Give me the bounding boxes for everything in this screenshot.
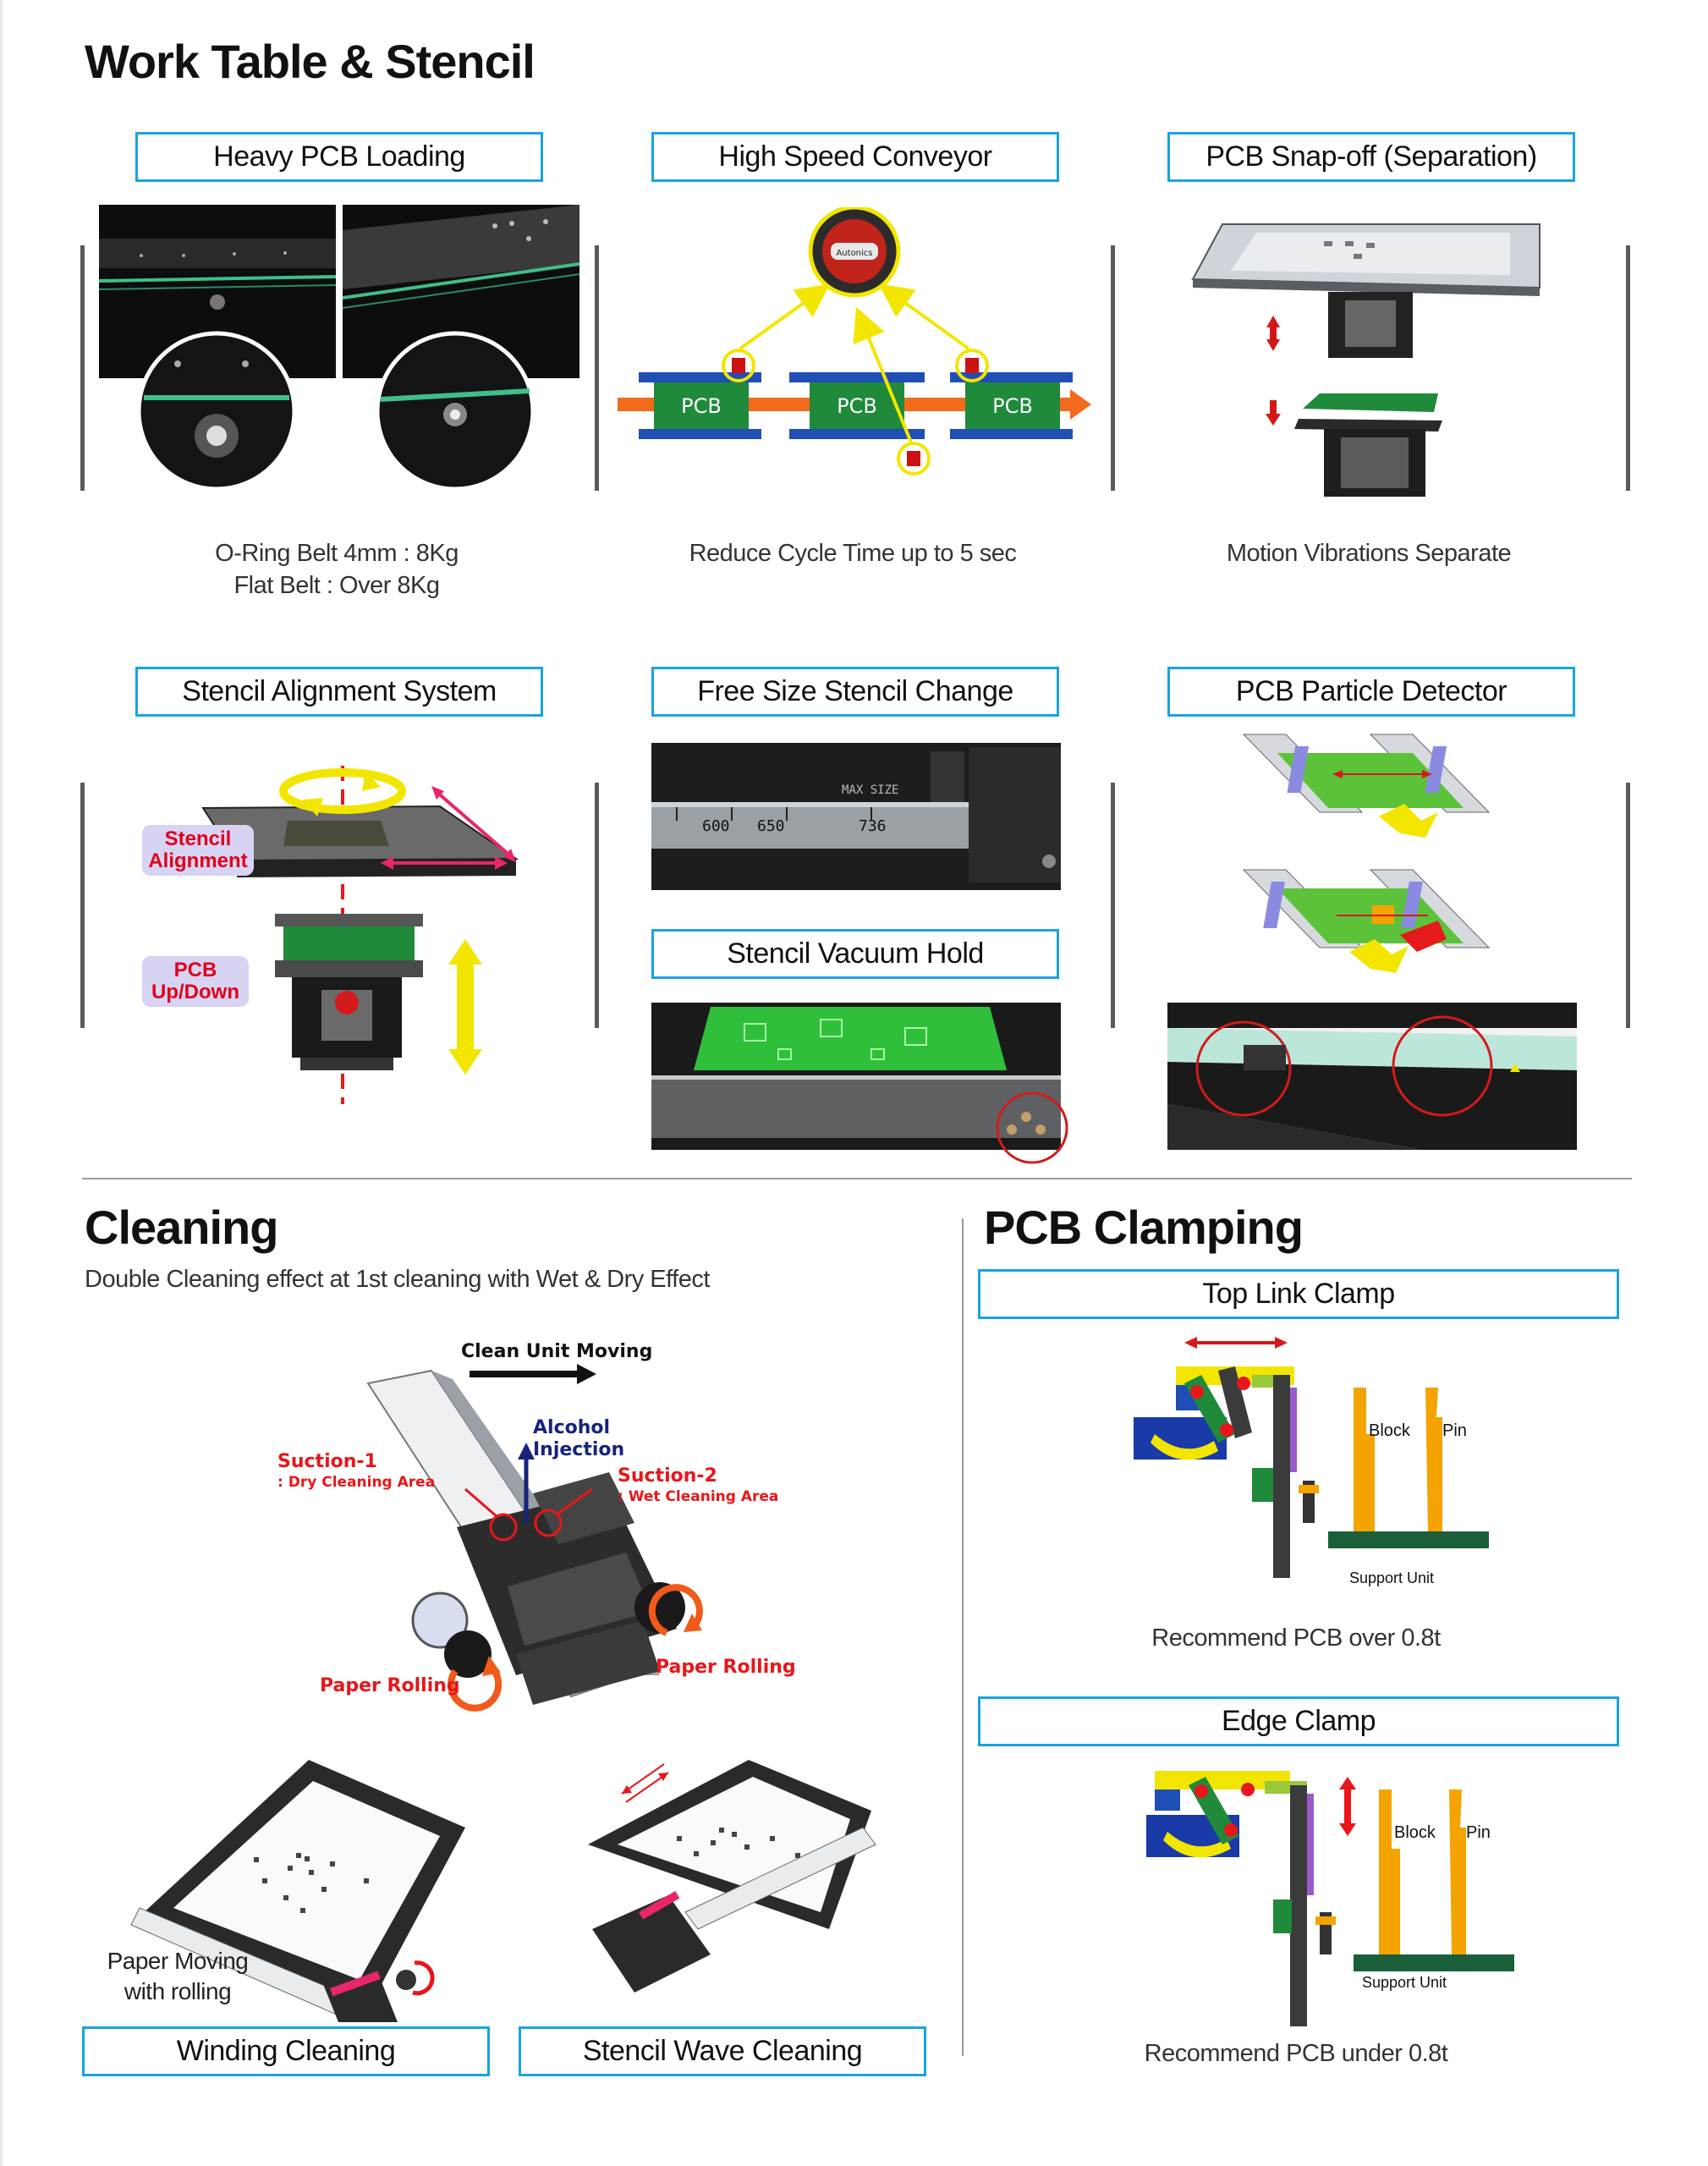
label-winding-cleaning: Winding Cleaning	[82, 2026, 490, 2076]
tag-pcb-up-down: PCB Up/Down	[142, 956, 249, 1007]
caption-heavy-pcb: O-Ring Belt 4mm : 8Kg Flat Belt : Over 8…	[135, 537, 538, 602]
divider-bar	[80, 245, 85, 491]
ruler-mark: 600	[702, 817, 730, 835]
note-line: with rolling	[124, 1978, 232, 2004]
label-particle-detector: PCB Particle Detector	[1167, 667, 1575, 717]
caption-snap-off: Motion Vibrations Separate	[1226, 540, 1512, 567]
label-stencil-vacuum: Stencil Vacuum Hold	[651, 929, 1059, 979]
particle-detector-diagram	[1242, 734, 1491, 973]
label-top-link-clamp: Top Link Clamp	[978, 1269, 1619, 1319]
pcb-label: PCB	[992, 394, 1033, 418]
label-block-1: Block	[1369, 1421, 1410, 1440]
snap-off-diagram	[1191, 223, 1540, 497]
edge-clamp-diagram	[1146, 1771, 1514, 2026]
winding-cleaning-diagram	[130, 1760, 465, 2022]
label-suction-1-sub: : Dry Cleaning Area	[277, 1474, 436, 1491]
label-high-speed-conveyor: High Speed Conveyor	[651, 132, 1059, 182]
label-suction-2-sub: : Wet Cleaning Area	[618, 1488, 779, 1505]
section-title-cleaning: Cleaning	[85, 1201, 278, 1254]
label-paper-rolling-left: Paper Rolling	[320, 1675, 460, 1696]
divider-bar	[1111, 783, 1115, 1028]
wave-cleaning-diagram	[588, 1760, 876, 1993]
caption-conveyor: Reduce Cycle Time up to 5 sec	[689, 540, 1017, 567]
sensor-brand: Autonics	[836, 249, 872, 258]
divider-bar	[1111, 245, 1115, 491]
tag-stencil-alignment: Stencil Alignment	[142, 825, 254, 876]
label-pcb-snap-off: PCB Snap-off (Separation)	[1167, 132, 1575, 182]
divider-bar	[80, 783, 85, 1028]
stencil-alignment-diagram	[201, 766, 519, 1104]
section-title-work-table: Work Table & Stencil	[85, 35, 535, 88]
label-paper-rolling-right: Paper Rolling	[656, 1657, 796, 1678]
caption-edge-clamp: Recommend PCB under 0.8t	[1144, 2040, 1448, 2067]
label-clean-unit-moving: Clean Unit Moving	[461, 1341, 653, 1362]
particle-detector-photo	[1167, 1003, 1577, 1150]
divider-bar	[1626, 783, 1630, 1028]
cleaning-unit-diagram	[366, 1364, 703, 1712]
caption-line: Flat Belt : Over 8Kg	[233, 572, 440, 599]
pcb-label: PCB	[837, 394, 877, 418]
ruler-mark: 736	[859, 817, 887, 835]
conveyor-diagram: PCB PCB PCB Autonics	[618, 207, 1091, 476]
label-stencil-alignment: Stencil Alignment System	[135, 667, 543, 717]
vacuum-hold-photo	[651, 1003, 1061, 1150]
top-link-clamp-diagram	[1134, 1337, 1489, 1578]
label-alcohol-injection: Alcohol Injection	[533, 1417, 625, 1460]
divider-bar	[1626, 245, 1630, 491]
page-left-edge	[0, 0, 3, 2166]
section-divider	[82, 1178, 1632, 1179]
label-edge-clamp: Edge Clamp	[978, 1696, 1619, 1746]
belt-photo-right	[343, 205, 579, 378]
label-suction-1: Suction-1	[277, 1451, 377, 1472]
belt-photo-left	[99, 205, 336, 378]
label-free-size-stencil: Free Size Stencil Change	[651, 667, 1059, 717]
note-line: Paper Moving	[107, 1948, 249, 1974]
cleaning-subtitle: Double Cleaning effect at 1st cleaning w…	[85, 1266, 710, 1293]
label-support-unit-1: Support Unit	[1349, 1570, 1435, 1586]
label-heavy-pcb-loading: Heavy PCB Loading	[135, 132, 543, 182]
divider-bar	[595, 783, 599, 1028]
label-suction-2: Suction-2	[618, 1465, 717, 1487]
ruler-max-label: MAX SIZE	[842, 783, 898, 797]
pcb-label: PCB	[681, 394, 722, 418]
caption-top-link: Recommend PCB over 0.8t	[1151, 1624, 1441, 1652]
label-pin-1: Pin	[1442, 1421, 1467, 1440]
label-support-unit-2: Support Unit	[1362, 1974, 1447, 1991]
paper-moving-note: Paper Moving with rolling	[93, 1946, 262, 2007]
stencil-ruler-photo: 600 650 736 MAX SIZE	[651, 743, 1061, 890]
label-wave-cleaning: Stencil Wave Cleaning	[519, 2026, 926, 2076]
label-block-2: Block	[1394, 1823, 1436, 1842]
caption-line: O-Ring Belt 4mm : 8Kg	[215, 540, 459, 567]
ruler-mark: 650	[757, 817, 785, 835]
divider-bar	[595, 245, 599, 491]
section-title-clamping: PCB Clamping	[984, 1201, 1304, 1254]
belt-zoom-circles	[136, 331, 535, 492]
vacuum-highlight-circle	[996, 1091, 1068, 1164]
label-pin-2: Pin	[1466, 1823, 1491, 1842]
column-divider	[962, 1218, 964, 2056]
